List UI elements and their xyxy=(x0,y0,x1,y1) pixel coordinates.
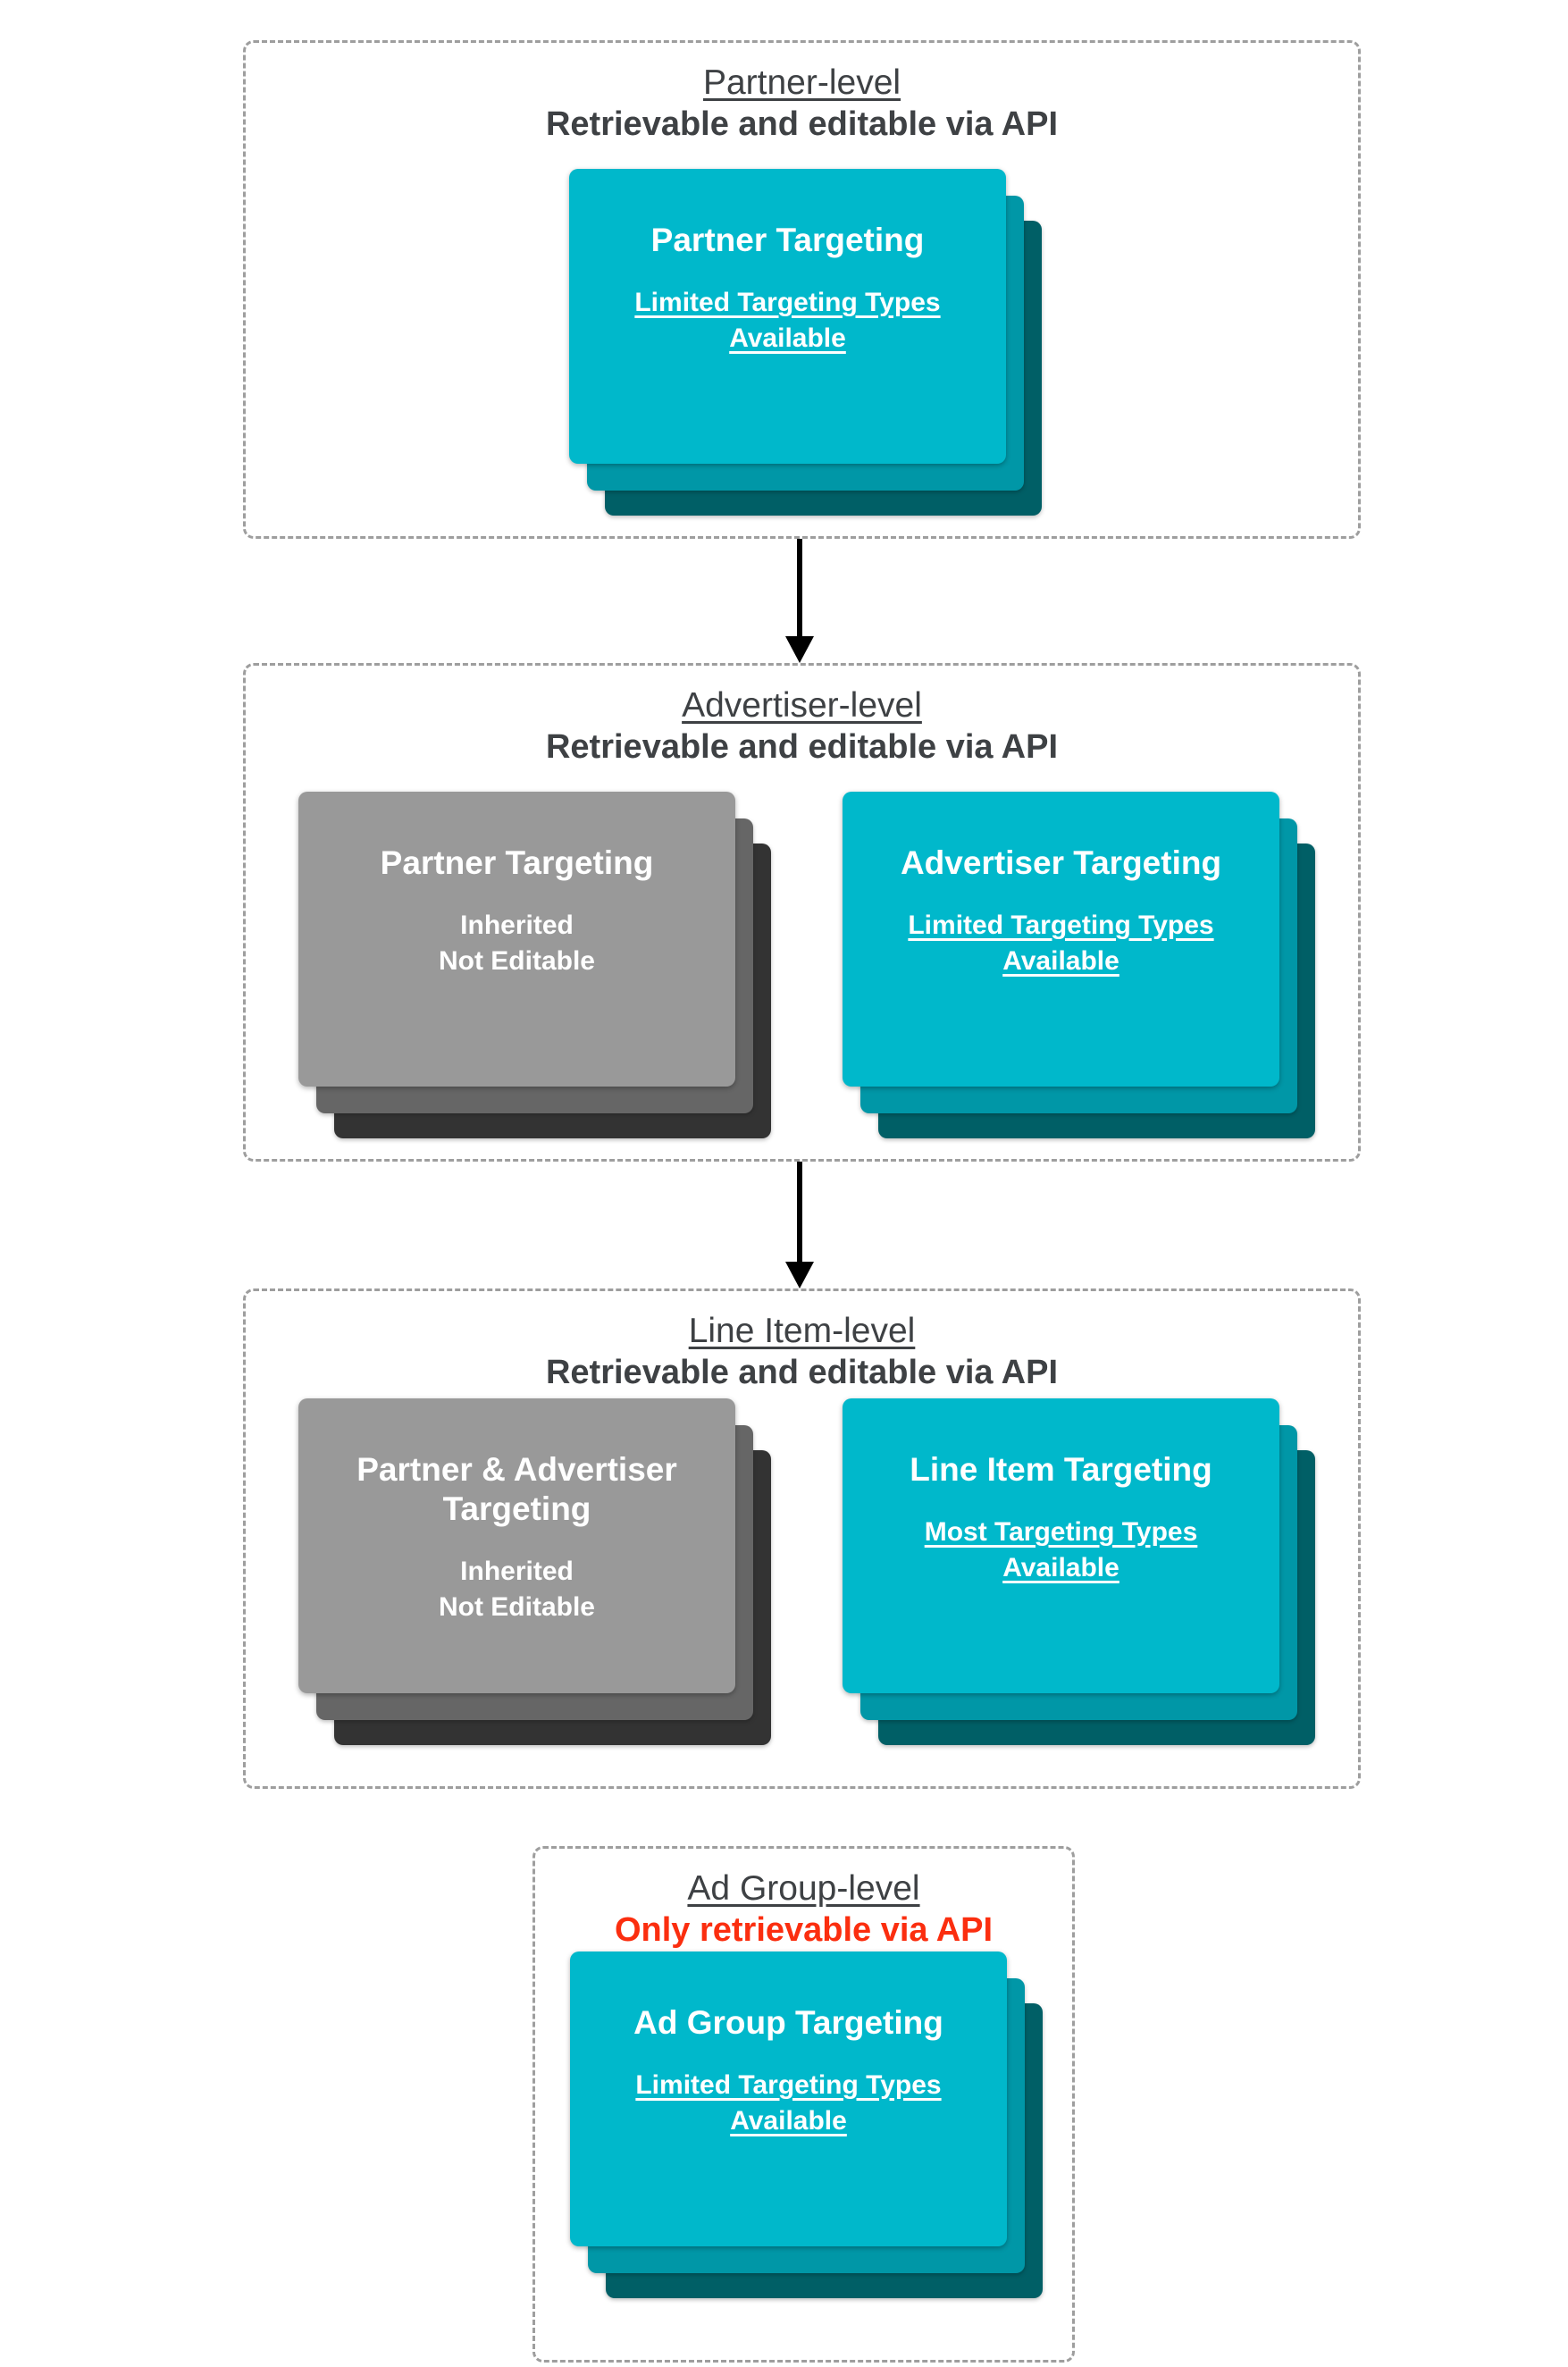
section-line-item-level: Line Item-level Retrievable and editable… xyxy=(243,1288,1361,1789)
card-body: Limited Targeting Types Available xyxy=(596,285,979,357)
section-subtitle: Retrievable and editable via API xyxy=(545,728,1059,766)
card-body-line: Available xyxy=(730,2106,847,2136)
card-title: Partner Targeting xyxy=(380,844,654,881)
arrow-head xyxy=(785,636,814,663)
card-body: Limited Targeting Types Available xyxy=(597,2068,980,2139)
card-title: Partner & Advertiser Targeting xyxy=(356,1451,677,1527)
card-body-line: Most Targeting Types xyxy=(924,1517,1198,1547)
ad-group-targeting-card: Ad Group Targeting Limited Targeting Typ… xyxy=(570,1952,1007,2246)
section-subtitle-warning: Only retrievable via API xyxy=(614,1911,994,1949)
section-title: Ad Group-level xyxy=(687,1869,920,1908)
section-subtitle: Retrievable and editable via API xyxy=(545,105,1059,143)
ad-group-targeting-card-stack: Ad Group Targeting Limited Targeting Typ… xyxy=(570,1952,1043,2298)
arrow-shaft xyxy=(797,539,802,636)
line-item-targeting-card: Line Item Targeting Most Targeting Types… xyxy=(843,1398,1279,1693)
line-item-targeting-card-stack: Line Item Targeting Most Targeting Types… xyxy=(843,1398,1315,1745)
advertiser-targeting-card-stack: Advertiser Targeting Limited Targeting T… xyxy=(843,792,1315,1138)
section-ad-group-level: Ad Group-level Only retrievable via API … xyxy=(532,1846,1075,2363)
section-title: Partner-level xyxy=(702,63,901,102)
card-body: Most Targeting Types Available xyxy=(869,1515,1253,1586)
card-body-line: Limited Targeting Types xyxy=(634,288,941,317)
card-body-line: Limited Targeting Types xyxy=(635,2070,942,2100)
advertiser-targeting-card: Advertiser Targeting Limited Targeting T… xyxy=(843,792,1279,1087)
inherited-partner-targeting-card-stack: Partner Targeting Inherited Not Editable xyxy=(298,792,771,1138)
card-body-line: Available xyxy=(1002,1553,1119,1582)
card-body-line: Available xyxy=(1002,946,1119,976)
card-body-line: Not Editable xyxy=(438,1592,595,1622)
partner-targeting-card-stack: Partner Targeting Limited Targeting Type… xyxy=(569,169,1042,516)
card-body-line: Available xyxy=(729,323,846,353)
section-advertiser-level: Advertiser-level Retrievable and editabl… xyxy=(243,663,1361,1162)
inherited-partner-advertiser-targeting-card-stack: Partner & Advertiser Targeting Inherited… xyxy=(298,1398,771,1745)
section-partner-level: Partner-level Retrievable and editable v… xyxy=(243,40,1361,539)
section-subtitle: Retrievable and editable via API xyxy=(545,1354,1059,1391)
card-body-line: Not Editable xyxy=(438,946,595,976)
card-body: Inherited Not Editable xyxy=(325,1554,709,1625)
card-title: Line Item Targeting xyxy=(910,1451,1212,1488)
card-title: Advertiser Targeting xyxy=(900,844,1222,881)
card-title: Partner Targeting xyxy=(650,222,925,258)
card-title: Ad Group Targeting xyxy=(633,2004,943,2041)
partner-targeting-card: Partner Targeting Limited Targeting Type… xyxy=(569,169,1006,464)
arrow-shaft xyxy=(797,1162,802,1262)
card-body: Inherited Not Editable xyxy=(325,908,709,979)
section-title: Advertiser-level xyxy=(682,686,922,725)
arrow-head xyxy=(785,1262,814,1288)
inherited-partner-advertiser-targeting-card: Partner & Advertiser Targeting Inherited… xyxy=(298,1398,735,1693)
card-body-line: Inherited xyxy=(460,911,574,940)
card-body: Limited Targeting Types Available xyxy=(869,908,1253,979)
inherited-partner-targeting-card: Partner Targeting Inherited Not Editable xyxy=(298,792,735,1087)
card-body-line: Inherited xyxy=(460,1557,574,1586)
arrow-down-icon xyxy=(785,539,814,663)
arrow-down-icon xyxy=(785,1162,814,1288)
section-title: Line Item-level xyxy=(688,1312,916,1350)
card-body-line: Limited Targeting Types xyxy=(908,911,1214,940)
